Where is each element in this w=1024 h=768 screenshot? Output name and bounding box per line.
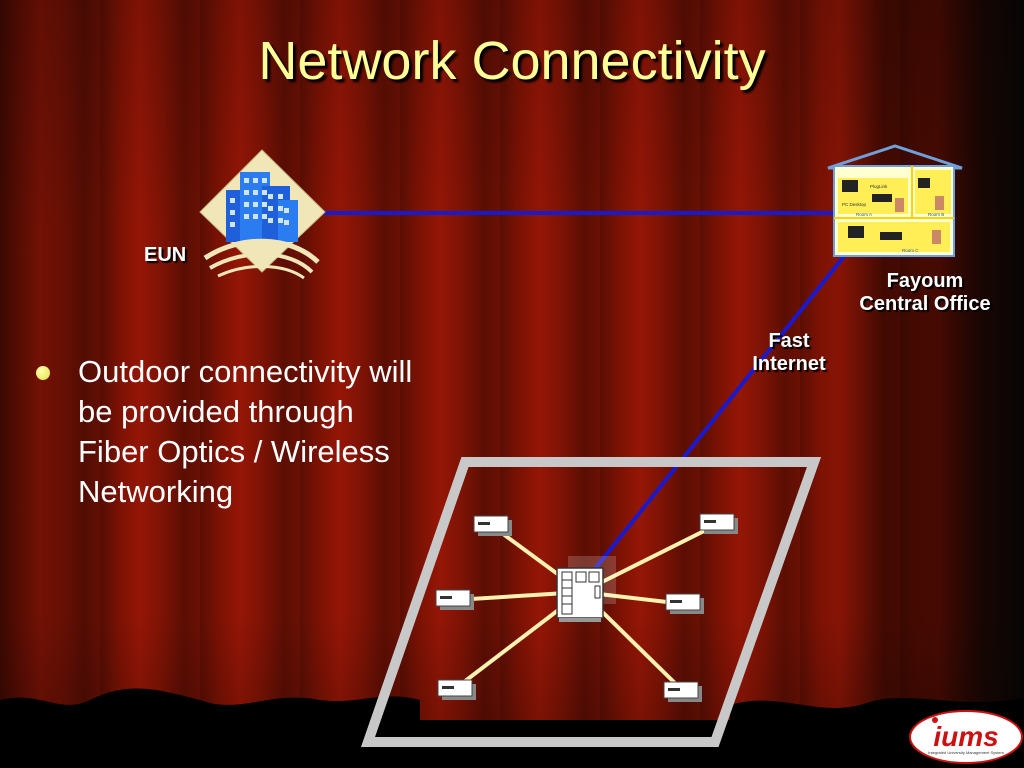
link-label-line1: Fast: [768, 330, 810, 352]
link-label-line2: Internet: [752, 353, 826, 375]
node-top-left: [473, 515, 512, 536]
slide-title: Network Connectivity: [258, 31, 766, 91]
logo-text: iums: [933, 721, 998, 752]
house-label-pc-desktop: PC Desktop: [842, 202, 867, 207]
house-label-room-c: Room C: [902, 248, 919, 253]
office-label-line1: Fayoum: [886, 270, 964, 292]
node-bottom-left: [437, 679, 476, 700]
node-bottom-right: [663, 681, 702, 702]
office-building-icon: [199, 149, 326, 280]
office-label-line2: Central Office: [859, 293, 991, 315]
bullet-text: Outdoor connectivity will be provided th…: [78, 354, 413, 509]
house-label-pluglink: PlugLink: [870, 184, 888, 189]
office-label: Fayoum Central Office: [858, 270, 992, 316]
node-top-right: [699, 513, 738, 534]
node-mid-left: [435, 589, 474, 610]
network-node-icon: [435, 513, 738, 702]
node-mid-right: [665, 593, 704, 614]
eun-label: EUN: [144, 244, 187, 266]
link-label: Fast Internet: [740, 330, 838, 376]
network-hub-icon: [556, 556, 616, 622]
campus-network-frame: [360, 457, 822, 747]
bullet-dot-icon: [36, 366, 50, 380]
fast-internet-link: [588, 253, 847, 577]
iums-logo: iums Integrated University Management Sy…: [909, 710, 1023, 764]
house-label-room-b: Room B: [928, 212, 944, 217]
house-label-room-a: Room A: [856, 212, 872, 217]
central-office-house: [827, 144, 963, 257]
logo-subtitle: Integrated University Management System: [928, 750, 1004, 755]
